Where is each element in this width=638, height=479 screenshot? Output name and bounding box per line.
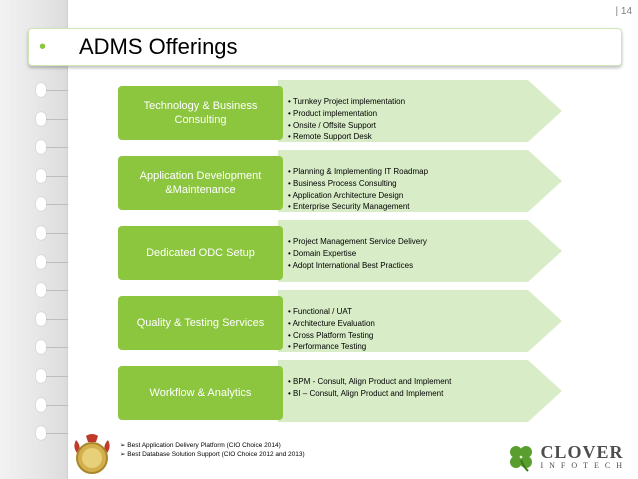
binder-ring: [36, 426, 46, 441]
binder-ring-line: [46, 204, 68, 206]
binder-ring-line: [46, 147, 68, 149]
offering-row: Workflow & Analytics • BPM - Consult, Al…: [118, 360, 562, 422]
award-item: ➢ Best Application Delivery Platform (CI…: [120, 442, 281, 449]
brand-subtitle: INFOTECH: [540, 461, 628, 470]
binder-ring: [36, 369, 46, 383]
offering-item: • Domain Expertise: [288, 248, 357, 258]
offering-label: Workflow & Analytics: [118, 366, 283, 420]
offering-items: • Planning & Implementing IT Roadmap • B…: [288, 166, 528, 213]
offering-row: Dedicated ODC Setup • Project Management…: [118, 220, 562, 282]
award-medal-icon: [74, 434, 110, 474]
binder-ring-line: [46, 175, 68, 177]
offering-item: • Onsite / Offsite Support: [288, 120, 377, 130]
binder-ring: [36, 311, 46, 326]
offering-item: • Functional / UAT: [288, 307, 353, 316]
binder-ring: [36, 197, 46, 212]
binder-ring-line: [46, 404, 68, 406]
binder-ring-line: [46, 261, 68, 263]
offering-arrow: [278, 220, 562, 282]
offering-item: • BI – Consult, Align Product and Implem…: [288, 388, 444, 398]
offering-item: • Project Management Service Delivery: [288, 237, 427, 246]
offering-row: Application Development &Maintenance • P…: [118, 150, 562, 212]
binder-ring: [36, 111, 46, 126]
offering-items: • Functional / UAT • Architecture Evalua…: [288, 306, 528, 353]
offering-label: Application Development &Maintenance: [118, 156, 283, 210]
offering-item: • Application Architecture Design: [288, 190, 404, 200]
brand-name: CLOVER: [540, 442, 624, 462]
binder-ring: [36, 226, 46, 240]
offering-arrow: [278, 80, 562, 142]
offering-item: • Cross Platform Testing: [288, 330, 374, 340]
offering-item: • BPM - Consult, Align Product and Imple…: [288, 377, 452, 386]
binder-ring: [36, 397, 46, 412]
offering-row: Technology & Business Consulting • Turnk…: [118, 80, 562, 142]
offering-item: • Remote Support Desk: [288, 132, 372, 142]
offering-arrow: [278, 150, 562, 212]
offering-arrow: [278, 290, 562, 352]
binder-ring: [36, 168, 46, 183]
offering-item: • Architecture Evaluation: [288, 318, 375, 328]
page-number: | 14: [615, 6, 633, 17]
binder-ring-line: [46, 118, 68, 120]
binder-ring-line: [46, 90, 68, 91]
offering-item: • Adopt International Best Practices: [288, 260, 414, 270]
award-item: ➢ Best Database Solution Support (CIO Ch…: [120, 451, 305, 458]
binder-ring-line: [46, 233, 68, 234]
binder-strip: [0, 0, 68, 479]
award-list: ➢ Best Application Delivery Platform (CI…: [120, 441, 305, 459]
offering-label: Dedicated ODC Setup: [118, 226, 283, 280]
binder-ring-line: [46, 376, 68, 377]
binder-ring-line: [46, 318, 68, 320]
offering-label: Technology & Business Consulting: [118, 86, 283, 140]
offering-items: • BPM - Consult, Align Product and Imple…: [288, 376, 528, 400]
offering-item: • Planning & Implementing IT Roadmap: [288, 167, 429, 176]
binder-ring: [36, 140, 46, 155]
offering-label: Quality & Testing Services: [118, 296, 283, 350]
binder-ring-line: [46, 433, 68, 435]
clover-icon: [510, 446, 533, 472]
offering-item: • Product implementation: [288, 108, 378, 118]
offering-items: • Project Management Service Delivery • …: [288, 236, 528, 271]
binder-ring-line: [46, 347, 68, 349]
offering-row: Quality & Testing Services • Functional …: [118, 290, 562, 352]
title-bar: • ADMS Offerings: [28, 28, 622, 66]
page-title: ADMS Offerings: [79, 34, 238, 59]
offering-items: • Turnkey Project implementation • Produ…: [288, 96, 528, 143]
offering-item: • Performance Testing: [288, 342, 367, 352]
binder-ring-line: [46, 290, 68, 292]
offering-item: • Enterprise Security Management: [288, 202, 410, 212]
binder-ring: [36, 254, 46, 269]
offering-item: • Business Process Consulting: [288, 178, 397, 188]
title-bullet: •: [39, 35, 47, 58]
offering-item: • Turnkey Project implementation: [288, 97, 406, 106]
binder-ring: [36, 340, 46, 355]
binder-ring: [36, 283, 46, 298]
binder-ring: [36, 83, 46, 97]
offering-arrow: [278, 360, 562, 422]
brand-logo: CLOVER INFOTECH: [506, 442, 628, 472]
